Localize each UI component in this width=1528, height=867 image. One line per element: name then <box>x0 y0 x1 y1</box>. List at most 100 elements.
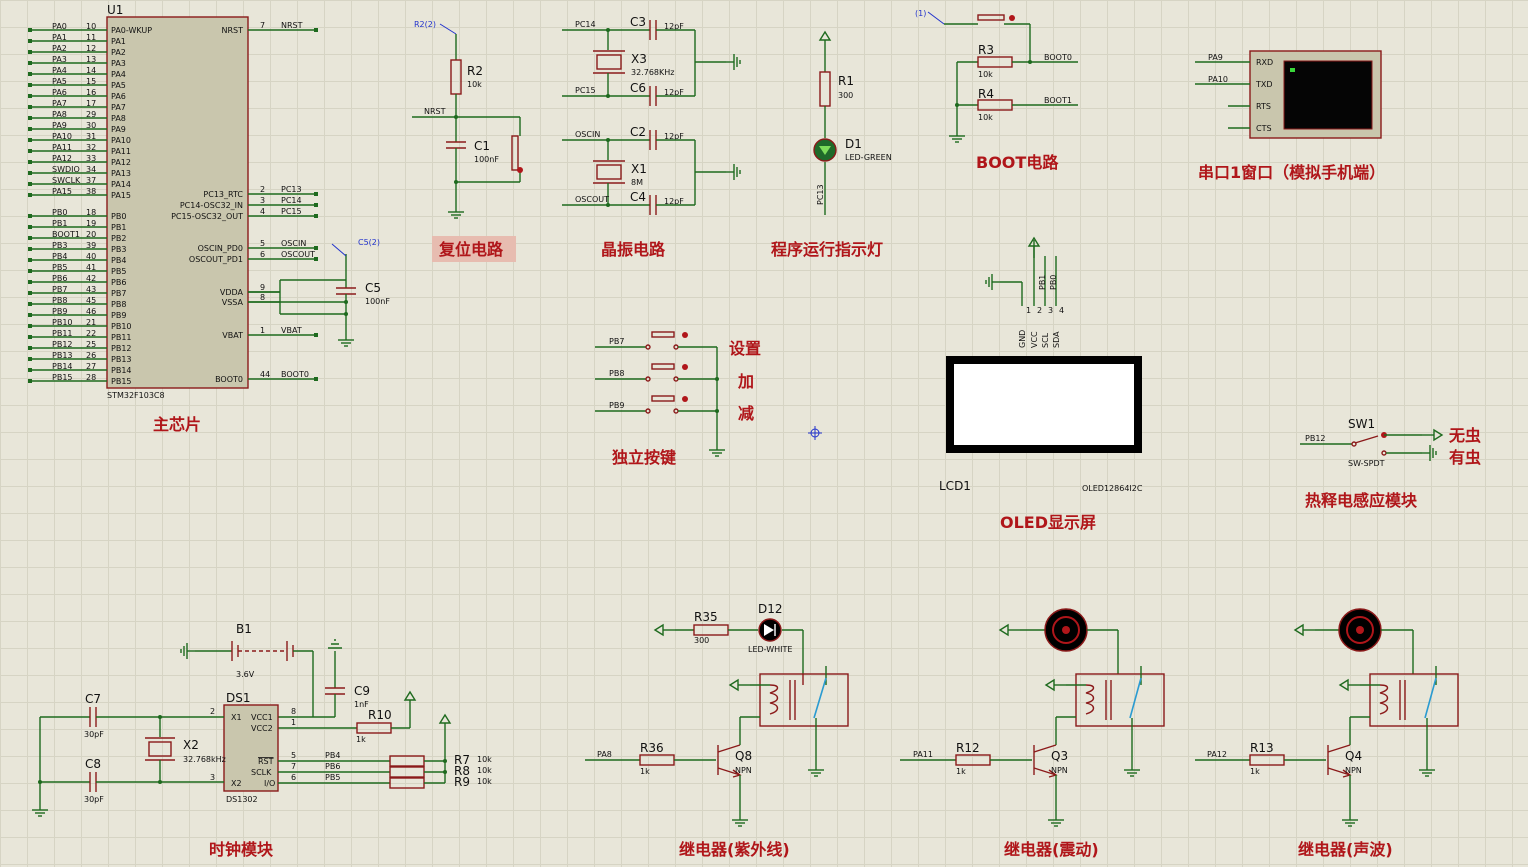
r36-resistor[interactable] <box>639 754 675 766</box>
terminal-screen[interactable] <box>1283 60 1373 130</box>
oled-screen[interactable] <box>954 364 1134 445</box>
crystal-circuit[interactable]: PC14 C3 12pF X3 32.768KHz PC15 C6 12pF O… <box>562 15 741 215</box>
x1-crystal[interactable] <box>596 164 622 180</box>
r8-resistor[interactable] <box>389 766 425 778</box>
led-indicator-circuit[interactable]: R1 300 D1 LED-GREEN PC13 <box>813 31 892 215</box>
relay-uv-body[interactable] <box>759 673 849 727</box>
u1-pin-number: 6 <box>260 250 265 259</box>
r36-ref: R36 <box>640 741 664 755</box>
boot0-net: BOOT0 <box>1044 53 1072 62</box>
u1-net-label: PB13 <box>52 351 73 360</box>
relay-uv-circuit[interactable]: R35 300 D12 LED-WHITE PA8 R36 1k <box>585 602 849 827</box>
r10-resistor[interactable] <box>356 722 392 734</box>
ds1302-chip[interactable] <box>223 704 279 792</box>
r35-resistor[interactable] <box>693 624 729 636</box>
key-minus[interactable]: PB9 <box>595 395 717 414</box>
d12-ref: D12 <box>758 602 783 616</box>
u1-pin-number: 17 <box>86 99 96 108</box>
c5-capacitor[interactable]: C5(2) C5 100nF <box>248 238 390 347</box>
key-net-pb7: PB7 <box>609 337 624 346</box>
relay-sonic-circuit[interactable]: PA12 R13 1k Q4 NPN <box>1195 608 1459 827</box>
r2-resistor[interactable] <box>450 59 462 95</box>
reset-circuit[interactable]: R2(2) R2 10k NRST C1 100nF <box>412 20 523 219</box>
key-net-pb9: PB9 <box>609 401 624 410</box>
keys-circuit[interactable]: PB7 PB8 PB9 设置 加 减 <box>595 331 761 457</box>
boot-button[interactable] <box>977 14 1005 21</box>
relay-vib-circuit[interactable]: PA11 R12 1k Q3 NPN <box>900 608 1165 827</box>
u1-net-label: PB7 <box>52 285 67 294</box>
pir-switch[interactable]: PB12 SW1 SW-SPDT 无虫 有虫 <box>1300 417 1481 468</box>
x3-crystal[interactable] <box>596 54 622 70</box>
r9-resistor[interactable] <box>389 777 425 789</box>
boot-circuit[interactable]: (1) R3 10k BOOT0 R4 10k BOOT1 <box>915 9 1078 143</box>
key-plus[interactable]: PB8 <box>595 363 717 382</box>
uart-terminal[interactable]: PA9 PA10 RXD TXD RTS CTS <box>1195 50 1382 139</box>
u1-net-label: PB12 <box>52 340 73 349</box>
x2-crystal[interactable] <box>148 741 172 757</box>
u1-pin-number: 46 <box>86 307 96 316</box>
r12-resistor[interactable] <box>955 754 991 766</box>
r13-resistor[interactable] <box>1249 754 1285 766</box>
u1-pin-name: PA14 <box>111 180 131 189</box>
u1-net-label: VBAT <box>281 326 302 335</box>
led-net-label: PC13 <box>816 184 825 205</box>
oled-display[interactable]: PB1 PB0 1 2 3 4 GND VCC SCL SDA LCD1 OLE… <box>939 237 1143 493</box>
b1-ref: B1 <box>236 622 252 636</box>
r1-resistor[interactable] <box>819 71 831 107</box>
r4-resistor[interactable] <box>977 99 1013 111</box>
u1-body[interactable] <box>106 16 249 389</box>
c7-ref: C7 <box>85 692 101 706</box>
reset-button[interactable] <box>511 135 519 171</box>
relay-vib-body[interactable] <box>1075 673 1165 727</box>
clock-module[interactable]: B1 3.6V C9 1nF R10 1k DS1 DS1302 X1 X2 V… <box>31 622 492 817</box>
c4-ref: C4 <box>630 190 646 204</box>
r7-resistor[interactable] <box>389 755 425 767</box>
relay-sonic-body[interactable] <box>1369 673 1459 727</box>
oled-pin-scl: SCL <box>1041 332 1050 348</box>
key-set[interactable]: PB7 <box>595 331 717 350</box>
r3-resistor[interactable] <box>977 56 1013 68</box>
